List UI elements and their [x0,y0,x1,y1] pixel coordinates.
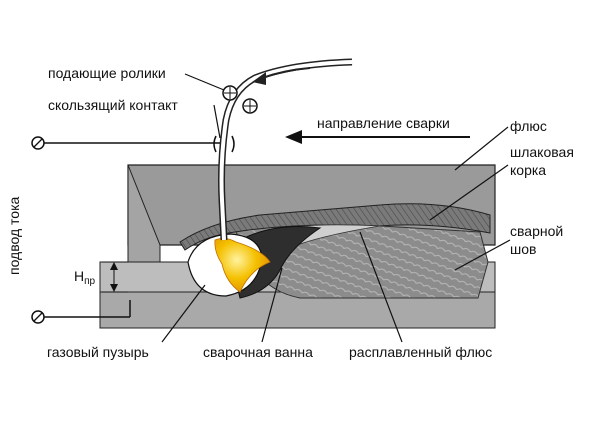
label-slag-crust-1: шлаковая [510,144,574,160]
label-feed-rollers: подающие ролики [48,65,166,81]
label-welding-direction: направление сварки [317,115,450,131]
label-gas-bubble: газовый пузырь [47,344,149,360]
slag-crust [179,203,491,251]
terminal-top-icon [31,136,45,150]
welding-direction-arrowhead [285,130,302,144]
label-penetration: Hпр [74,268,96,287]
label-slag-crust-2: корка [510,162,546,178]
label-current-supply: подвод тока [6,196,22,275]
label-sliding-contact: скользящий контакт [48,97,178,113]
label-weld-seam-2: шов [510,241,536,257]
label-weld-seam-1: сварной [510,223,563,239]
label-penetration-sub: пр [84,276,95,287]
welding-arc [214,238,271,293]
label-flux: флюс [510,118,547,134]
label-molten-flux: расплавленный флюс [349,344,492,360]
label-weld-pool: сварочная ванна [203,344,313,360]
terminal-bottom-icon [31,310,45,324]
label-penetration-main: H [74,268,84,284]
sliding-contact [213,135,235,153]
feed-arrowhead [252,72,266,85]
